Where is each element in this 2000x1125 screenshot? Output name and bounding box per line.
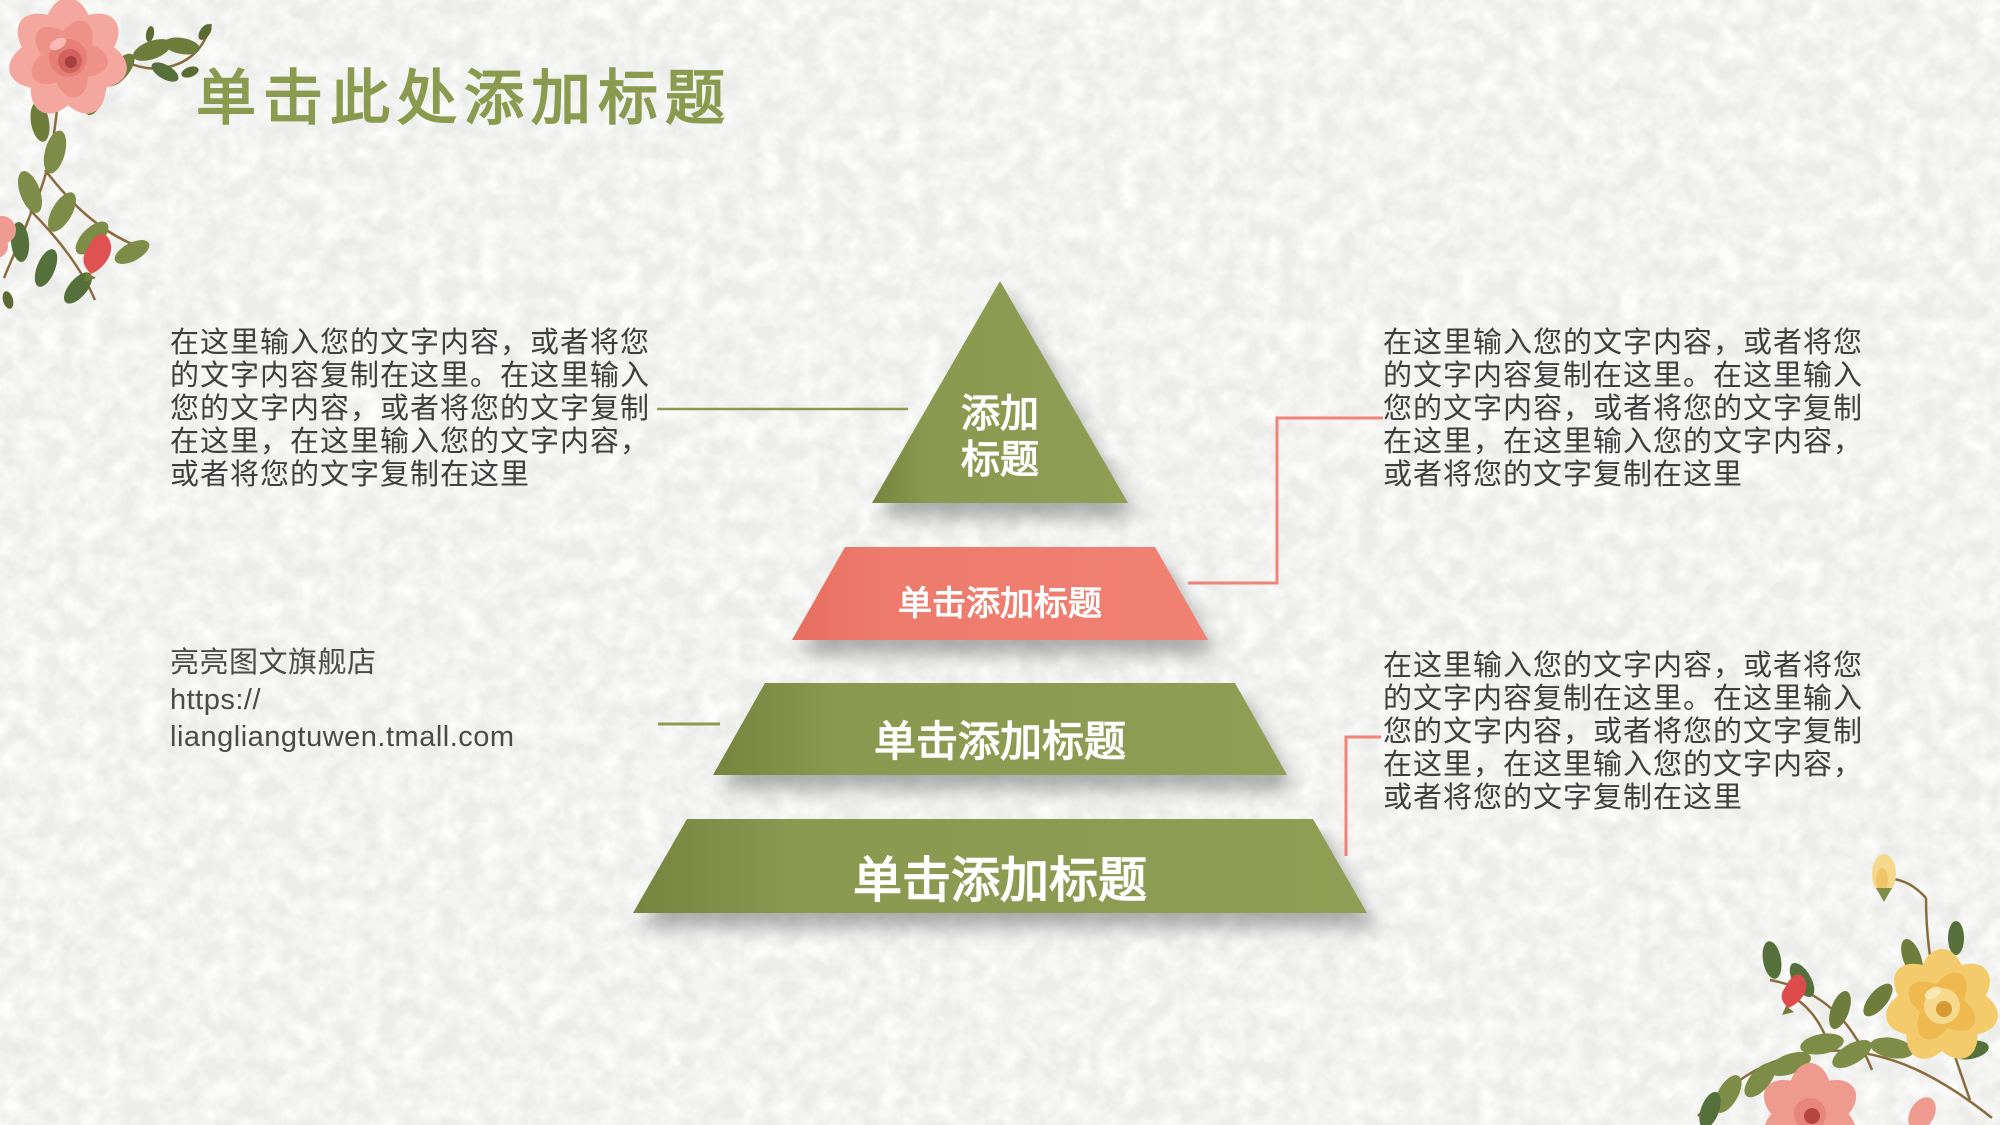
page-title[interactable]: 单击此处添加标题	[196, 65, 732, 132]
body-text-line: 或者将您的文字复制在这里	[170, 459, 531, 491]
pyramid-level-1-shape[interactable]	[872, 281, 1128, 503]
floral-decoration-bottom-right-icon	[1697, 854, 1998, 1125]
connector-right-bottom	[1344, 735, 1381, 856]
body-text-line: 在这里，在这里输入您的文字内容，	[1383, 426, 1864, 458]
shop-url-scheme: https://	[170, 684, 262, 716]
pyramid-level-4-shape[interactable]	[633, 819, 1367, 913]
body-text-line: 在这里输入您的文字内容，或者将您	[1383, 650, 1864, 682]
pyramid-level-3-shape[interactable]	[713, 683, 1287, 775]
body-text-line: 在这里，在这里输入您的文字内容，	[170, 426, 651, 458]
body-text-line: 您的文字内容，或者将您的文字复制	[170, 393, 651, 425]
pyramid-level-3-label[interactable]: 单击添加标题	[873, 718, 1127, 765]
shop-name: 亮亮图文旗舰店	[170, 647, 377, 679]
body-text-line: 的文字内容复制在这里。在这里输入	[1383, 360, 1864, 392]
shop-info[interactable]: 亮亮图文旗舰店 https:// liangliangtuwen.tmall.c…	[170, 645, 515, 756]
pyramid-level-4-label[interactable]: 单击添加标题	[852, 854, 1148, 908]
connector-right-top	[1188, 416, 1383, 585]
pyramid-level-1-label-line1: 添加	[960, 393, 1040, 436]
pyramid-level-1-label-line2: 标题	[960, 439, 1040, 482]
body-text-line: 您的文字内容，或者将您的文字复制	[1383, 393, 1864, 425]
body-text-line: 的文字内容复制在这里。在这里输入	[170, 360, 651, 392]
body-text-line: 的文字内容复制在这里。在这里输入	[1383, 683, 1864, 715]
body-text-line: 在这里输入您的文字内容，或者将您	[170, 327, 651, 359]
body-text-line: 在这里输入您的文字内容，或者将您	[1383, 327, 1864, 359]
pyramid-level-1-label[interactable]: 添加 标题	[961, 392, 1039, 484]
body-text-line: 您的文字内容，或者将您的文字复制	[1383, 716, 1864, 748]
pyramid-level-2-label[interactable]: 单击添加标题	[898, 585, 1102, 623]
body-text-right-bottom[interactable]: 在这里输入您的文字内容，或者将您 的文字内容复制在这里。在这里输入 您的文字内容…	[1383, 650, 1863, 815]
body-text-line: 在这里，在这里输入您的文字内容，	[1383, 749, 1864, 781]
body-text-line: 或者将您的文字复制在这里	[1383, 459, 1744, 491]
floral-decoration-top-left-icon	[0, 0, 213, 309]
pyramid-level-2-shape[interactable]	[792, 547, 1208, 640]
body-text-line: 或者将您的文字复制在这里	[1383, 782, 1744, 814]
body-text-left[interactable]: 在这里输入您的文字内容，或者将您 的文字内容复制在这里。在这里输入 您的文字内容…	[170, 327, 650, 492]
shop-url: liangliangtuwen.tmall.com	[170, 721, 515, 753]
body-text-right-top[interactable]: 在这里输入您的文字内容，或者将您 的文字内容复制在这里。在这里输入 您的文字内容…	[1383, 327, 1863, 492]
